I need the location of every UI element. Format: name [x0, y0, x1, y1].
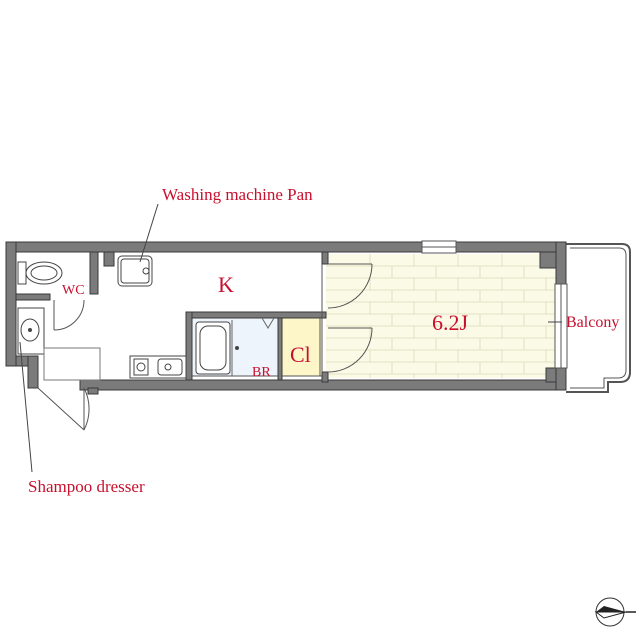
- shampoo-leader: [19, 341, 33, 473]
- balcony-outline: [566, 243, 631, 393]
- label-kitchen: K: [218, 272, 234, 297]
- entrance: [37, 347, 101, 431]
- washbasin-icon: [17, 307, 45, 355]
- label-closet: Cl: [290, 342, 311, 367]
- kitchen-counter: [129, 355, 187, 379]
- toilet-icon: [17, 261, 63, 285]
- room-doors: [321, 263, 373, 373]
- label-shampoo-dresser: Shampoo dresser: [28, 477, 145, 496]
- label-bathroom: BR: [252, 365, 271, 380]
- label-main-room: 6.2J: [432, 310, 469, 335]
- label-washing-machine-pan: Washing machine Pan: [162, 185, 313, 204]
- window-top: [421, 240, 457, 254]
- washing-machine-leader: [139, 203, 159, 263]
- bathtub-icon: [195, 317, 275, 376]
- compass-arrow-icon: [594, 597, 636, 627]
- wc-door: [53, 299, 85, 331]
- window-balcony: [554, 283, 568, 369]
- washing-machine-pan-icon: [117, 255, 153, 287]
- main-room-floor: [326, 254, 556, 378]
- label-balcony: Balcony: [566, 314, 619, 331]
- label-wc: WC: [62, 283, 85, 298]
